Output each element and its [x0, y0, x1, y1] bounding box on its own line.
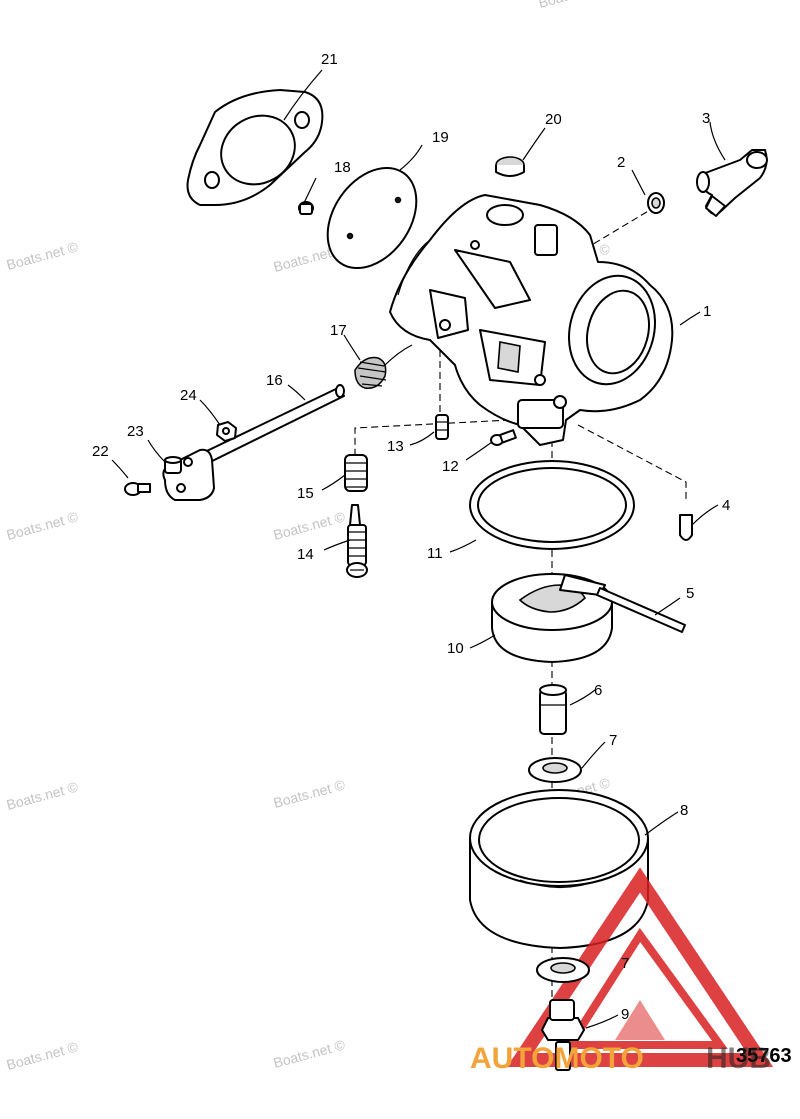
callout-13: 13 [387, 438, 404, 455]
part-15-spring [344, 454, 368, 492]
watermark: Boats.net © [272, 776, 348, 811]
part-9-bowl-screw [541, 999, 585, 1071]
part-18-screw [298, 201, 314, 215]
callout-21: 21 [321, 51, 338, 68]
watermark: Boats.net © [5, 778, 81, 813]
part-17-spring [354, 344, 413, 389]
callout-4: 4 [722, 497, 730, 514]
callout-17: 17 [330, 322, 347, 339]
callout-9: 9 [621, 1006, 629, 1023]
part-24-nut [216, 421, 237, 442]
part-23-bushing [164, 456, 182, 474]
callout-leaders [111, 69, 726, 1029]
callout-24: 24 [180, 387, 197, 404]
callout-11: 11 [427, 545, 443, 562]
callout-3: 3 [702, 110, 710, 127]
callout-1: 1 [703, 303, 711, 320]
part-20-plug [495, 156, 525, 177]
callout-6: 6 [594, 682, 602, 699]
automotohub-logo-text: AUTOMOTO HUB [470, 1042, 771, 1075]
logo-text-automoto: AUTOMOTO [470, 1042, 644, 1075]
part-21-flange-gasket [186, 89, 324, 206]
part-14-adjustment-screw [346, 504, 368, 578]
part-22-screw [124, 482, 151, 496]
callout-15: 15 [297, 485, 314, 502]
part-5-float-pin [596, 587, 686, 633]
part-6-main-jet [539, 684, 567, 735]
callout-10: 10 [447, 640, 464, 657]
part-10-float [491, 573, 613, 663]
part-4-needle-pin [679, 514, 693, 541]
part-2-seal [647, 192, 665, 214]
callout-labels: 1 2 3 4 5 6 7 7 8 9 10 11 12 13 14 15 16… [92, 51, 730, 1023]
callout-12: 12 [442, 458, 459, 475]
part-1-carburetor-body [389, 194, 674, 446]
part-11-bowl-gasket [469, 460, 635, 550]
watermark: Boats.net © [272, 1036, 348, 1071]
watermark: Boats.net © [5, 1038, 81, 1073]
part-8-float-bowl [469, 789, 649, 949]
callout-18: 18 [334, 159, 351, 176]
callout-2: 2 [617, 154, 625, 171]
callout-19: 19 [432, 129, 449, 146]
logo-text-hub: HUB [706, 1042, 771, 1075]
watermark: Boats.net © [5, 238, 81, 273]
callout-20: 20 [545, 111, 562, 128]
part-7-gasket-upper [528, 757, 582, 783]
watermark: Boats.net © [5, 508, 81, 543]
diagram-reference-number: 35763 [736, 1045, 792, 1067]
part-19-cover-gasket [326, 166, 418, 270]
callout-22: 22 [92, 443, 109, 460]
part-13-pilot-jet [435, 414, 449, 440]
callout-8: 8 [680, 802, 688, 819]
callout-23: 23 [127, 423, 144, 440]
watermark: Boats.net © [272, 508, 348, 543]
part-7-gasket-lower [536, 957, 590, 983]
callout-16: 16 [266, 372, 283, 389]
callout-5: 5 [686, 585, 694, 602]
watermark: Boats.net © [537, 0, 613, 11]
part-3-fuel-fitting [696, 149, 768, 217]
callout-14: 14 [297, 546, 314, 563]
callout-7-lower: 7 [621, 955, 629, 972]
callout-7-upper: 7 [609, 732, 617, 749]
part-12-screw [490, 429, 517, 446]
